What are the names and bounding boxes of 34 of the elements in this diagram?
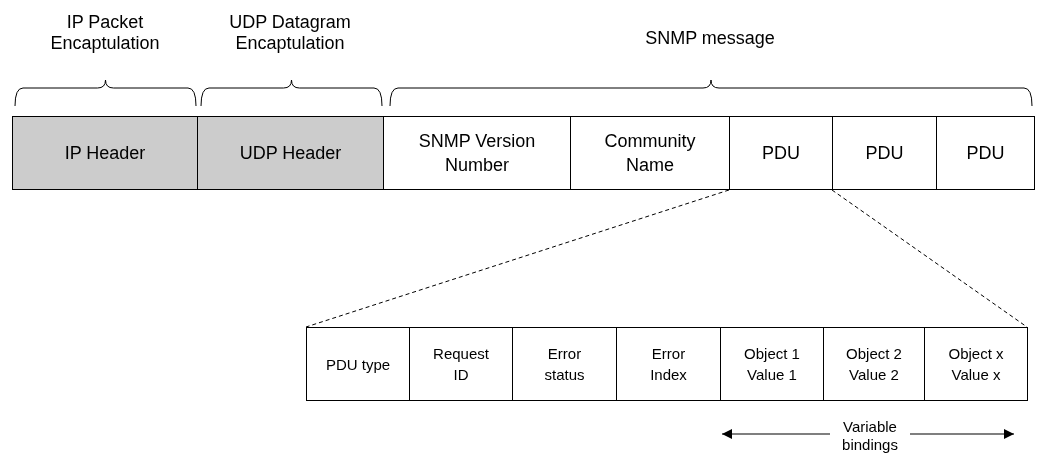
field-cell	[512, 327, 617, 401]
field-name: Error Index	[649, 344, 688, 385]
leader-line	[831, 189, 1028, 328]
field-name: IP Header	[63, 142, 147, 165]
field-name: PDU	[965, 142, 1006, 165]
field-cell	[832, 116, 937, 190]
field-name: SNMP Version Number	[417, 130, 537, 177]
bracket-label: UDP Datagram Encaptulation	[228, 12, 352, 54]
field-cell	[197, 116, 384, 190]
field-name: PDU	[761, 142, 801, 165]
field-cell	[12, 116, 198, 190]
field-cell	[936, 116, 1035, 190]
dimension-label: Variable bindings	[830, 418, 910, 453]
bracket-label: SNMP message	[644, 28, 776, 49]
field-name: Object x Value x	[947, 344, 1005, 385]
field-cell	[306, 327, 410, 401]
field-cell	[383, 116, 571, 190]
field-name: PDU	[864, 142, 905, 165]
field-cell	[720, 327, 824, 401]
field-cell	[616, 327, 721, 401]
field-name: Object 1 Value 1	[743, 344, 801, 385]
field-name: Object 2 Value 2	[845, 344, 903, 385]
field-name: Community Name	[603, 130, 697, 177]
field-name: Request ID	[432, 344, 490, 385]
field-name: UDP Header	[238, 142, 343, 165]
field-name: Error status	[543, 344, 586, 385]
field-cell	[570, 116, 730, 190]
field-cell	[823, 327, 925, 401]
bracket-label: IP Packet Encaptulation	[49, 12, 161, 54]
field-cell	[924, 327, 1028, 401]
field-name: PDU type	[324, 354, 392, 375]
field-cell	[729, 116, 833, 190]
field-cell	[409, 327, 513, 401]
leader-line	[305, 189, 730, 328]
